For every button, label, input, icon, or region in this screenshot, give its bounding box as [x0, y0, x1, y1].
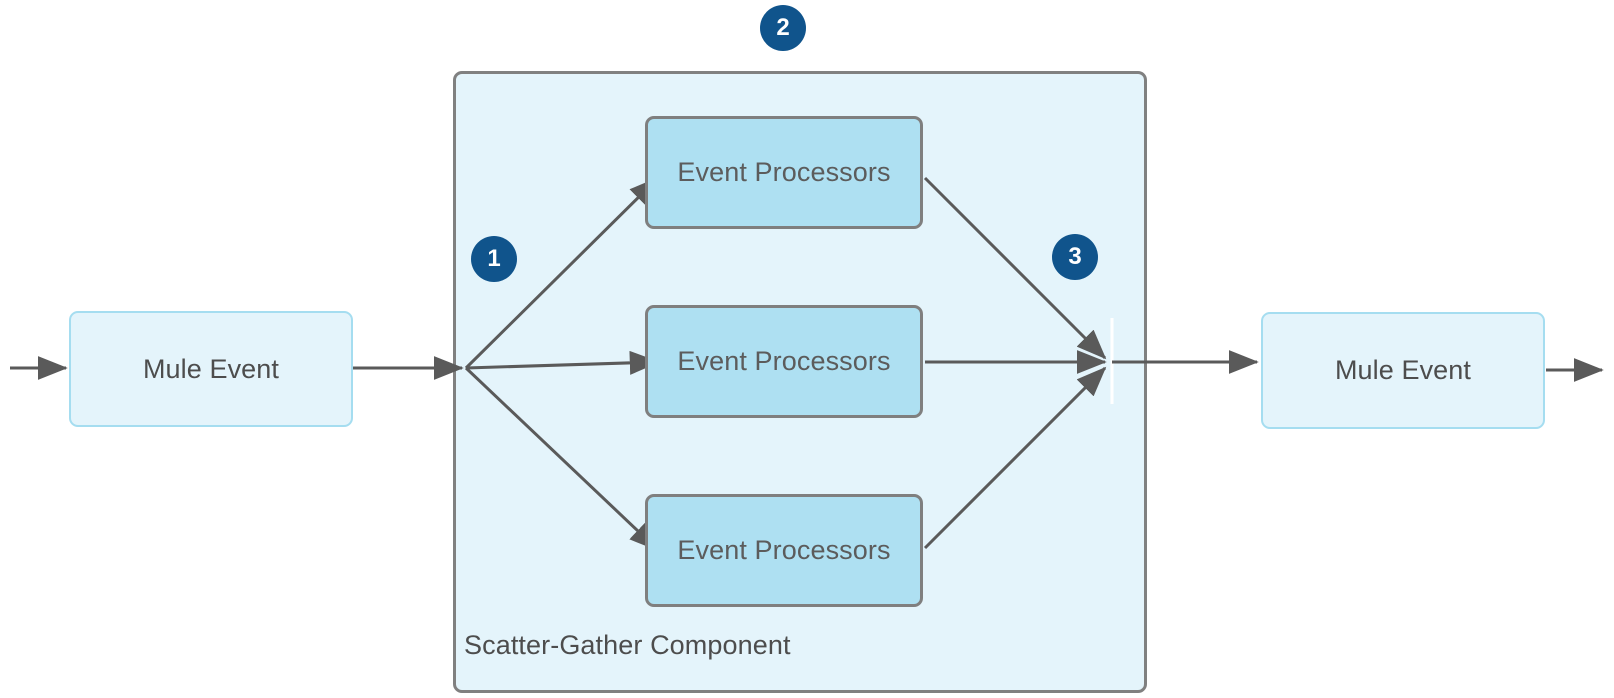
mule-event-input-label: Mule Event	[142, 353, 280, 384]
mule-event-output-node[interactable]: Mule Event	[1261, 312, 1545, 429]
scatter-gather-component-label: Scatter-Gather Component	[464, 630, 791, 660]
event-processors-node-2[interactable]: Event Processors	[645, 305, 923, 418]
step-badge-2: 2	[760, 5, 806, 51]
step-badge-1: 1	[471, 236, 517, 282]
step-badge-3: 3	[1052, 234, 1098, 280]
event-processors-label-2: Event Processors	[677, 346, 891, 376]
event-processors-node-1[interactable]: Event Processors	[645, 116, 923, 229]
mule-event-input-node[interactable]: Mule Event	[69, 311, 353, 427]
event-processors-label-3: Event Processors	[677, 535, 891, 565]
mule-event-output-label: Mule Event	[1334, 355, 1472, 385]
event-processors-node-3[interactable]: Event Processors	[645, 494, 923, 607]
event-processors-label-1: Event Processors	[677, 157, 891, 187]
